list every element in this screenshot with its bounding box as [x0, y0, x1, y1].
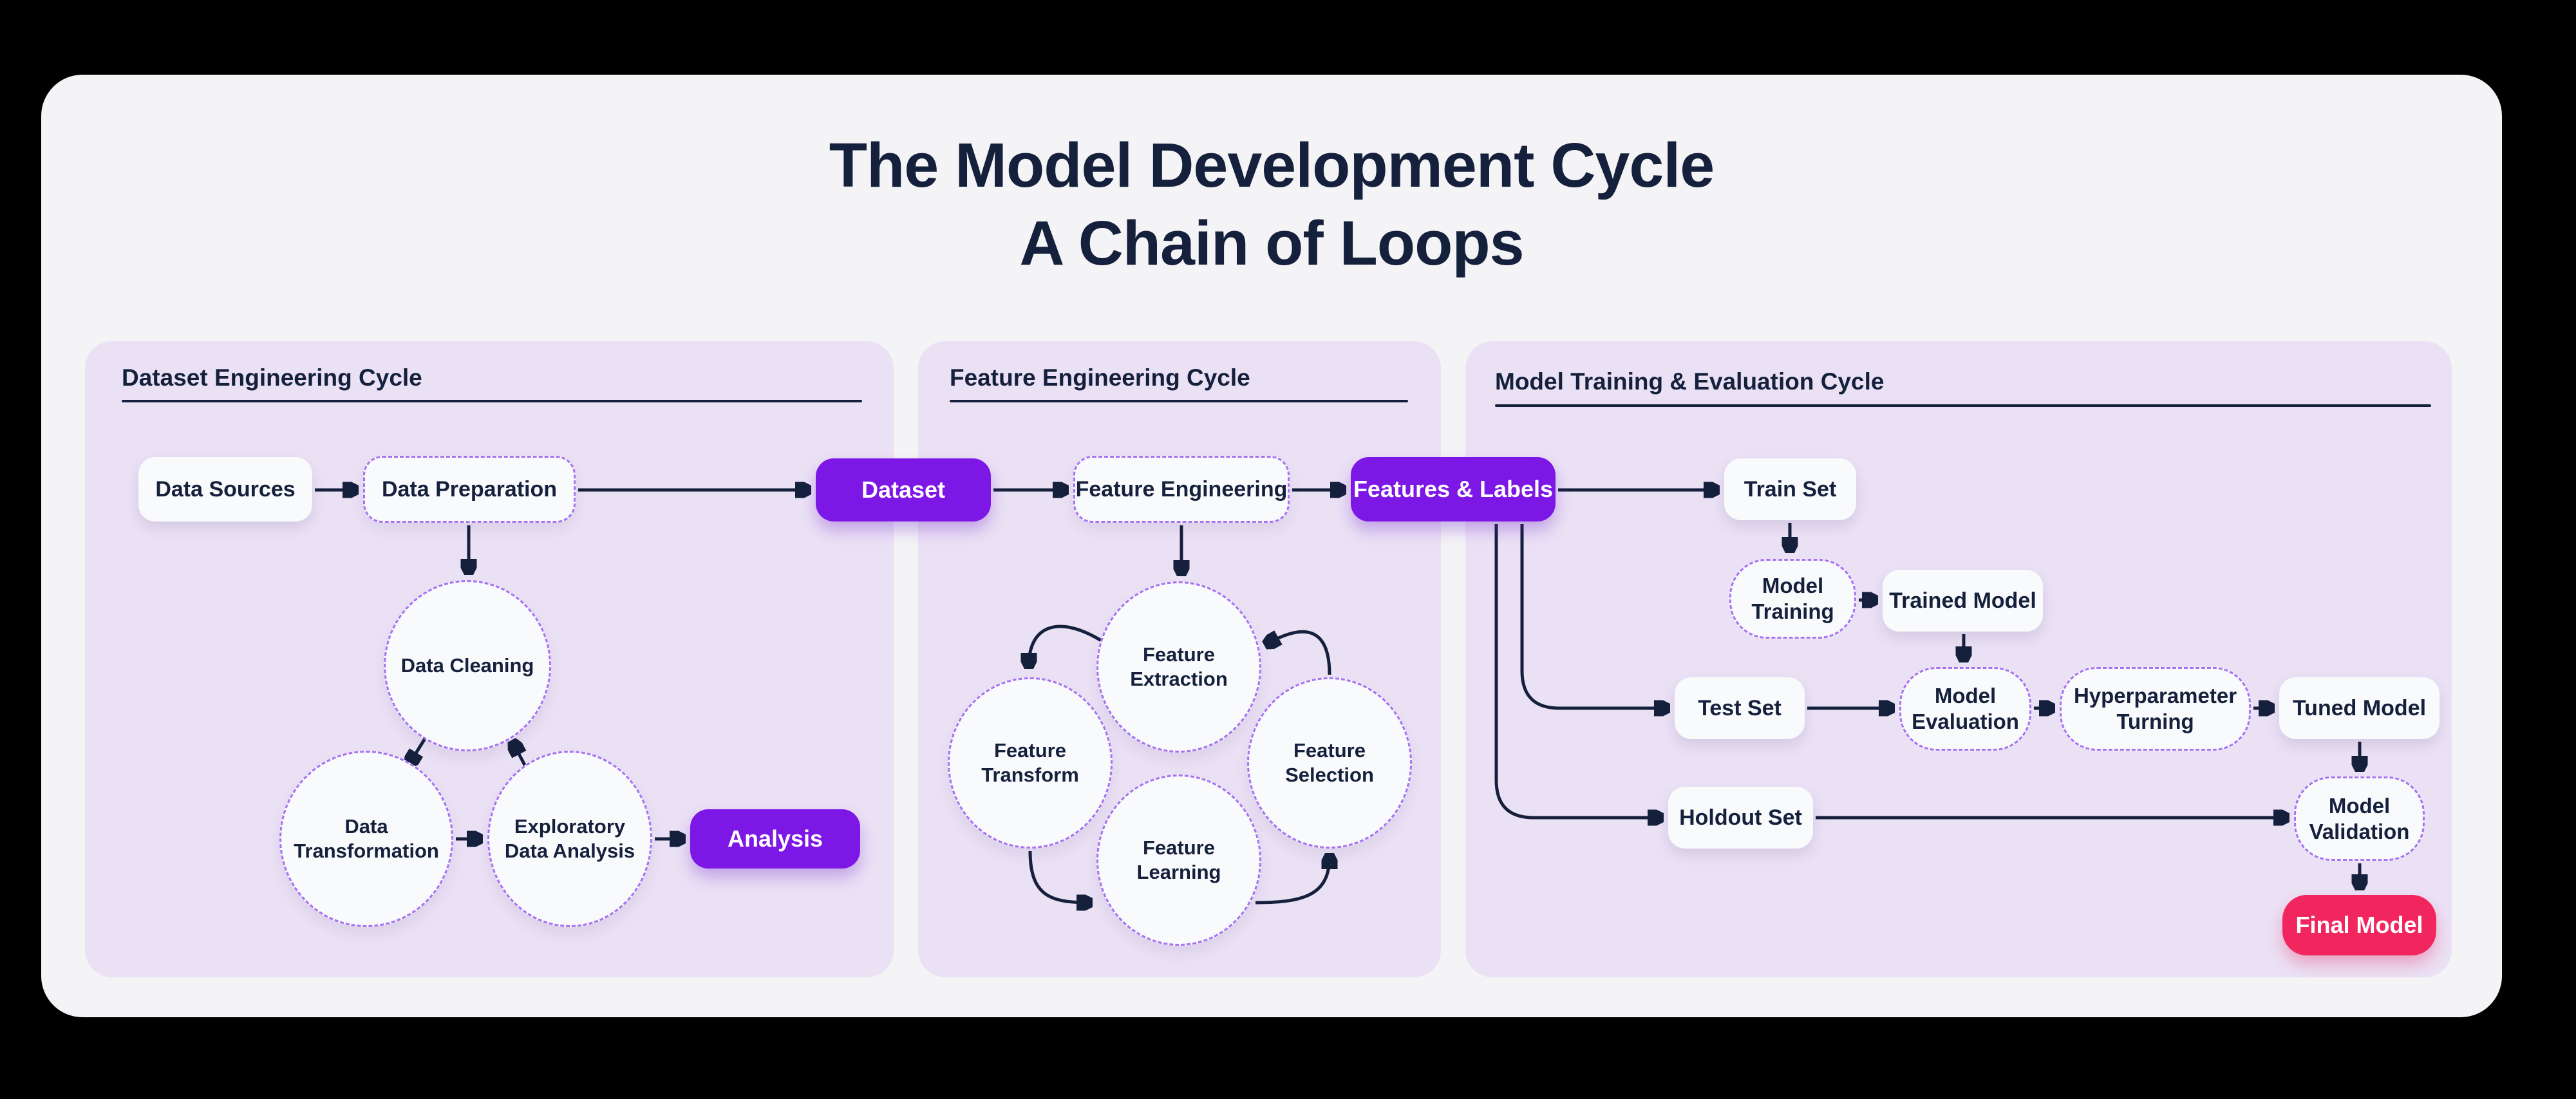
node-data-transformation: Data Transformation — [279, 751, 453, 927]
node-exploratory-data-analysis: Exploratory Data Analysis — [487, 751, 652, 927]
node-feature-engineering: Feature Engineering — [1073, 456, 1290, 523]
node-train-set: Train Set — [1724, 458, 1856, 520]
node-feature-extraction: Feature Extraction — [1096, 581, 1261, 753]
title-line-1: The Model Development Cycle — [829, 130, 1715, 200]
node-final-model: Final Model — [2282, 895, 2436, 955]
panel-dataset-engineering-rule — [122, 400, 862, 402]
page-title: The Model Development Cycle A Chain of L… — [41, 126, 2502, 283]
node-features-labels: Features & Labels — [1351, 457, 1556, 521]
node-holdout-set: Holdout Set — [1668, 787, 1813, 849]
panel-feature-engineering-rule — [950, 400, 1408, 402]
panel-model-training-evaluation-header: Model Training & Evaluation Cycle — [1495, 368, 1885, 395]
node-trained-model: Trained Model — [1883, 570, 2043, 632]
node-model-validation: Model Validation — [2294, 776, 2425, 861]
node-feature-transform: Feature Transform — [948, 677, 1113, 849]
node-analysis: Analysis — [690, 809, 860, 869]
node-feature-selection: Feature Selection — [1247, 677, 1412, 849]
node-hyperparameter-turning: Hyperparameter Turning — [2060, 667, 2251, 751]
node-feature-learning: Feature Learning — [1096, 775, 1261, 946]
node-dataset: Dataset — [816, 458, 991, 521]
node-test-set: Test Set — [1675, 677, 1805, 739]
panel-model-training-evaluation — [1465, 341, 2452, 977]
node-tuned-model: Tuned Model — [2279, 677, 2440, 739]
panel-model-training-evaluation-rule — [1495, 404, 2431, 407]
panel-feature-engineering-header: Feature Engineering Cycle — [950, 364, 1250, 391]
node-data-preparation: Data Preparation — [363, 456, 576, 523]
node-model-evaluation: Model Evaluation — [1899, 667, 2031, 751]
node-model-training: Model Training — [1729, 559, 1856, 639]
panel-dataset-engineering-header: Dataset Engineering Cycle — [122, 364, 422, 391]
node-data-sources: Data Sources — [138, 457, 312, 521]
title-line-2: A Chain of Loops — [1019, 208, 1524, 279]
node-data-cleaning: Data Cleaning — [384, 580, 551, 751]
